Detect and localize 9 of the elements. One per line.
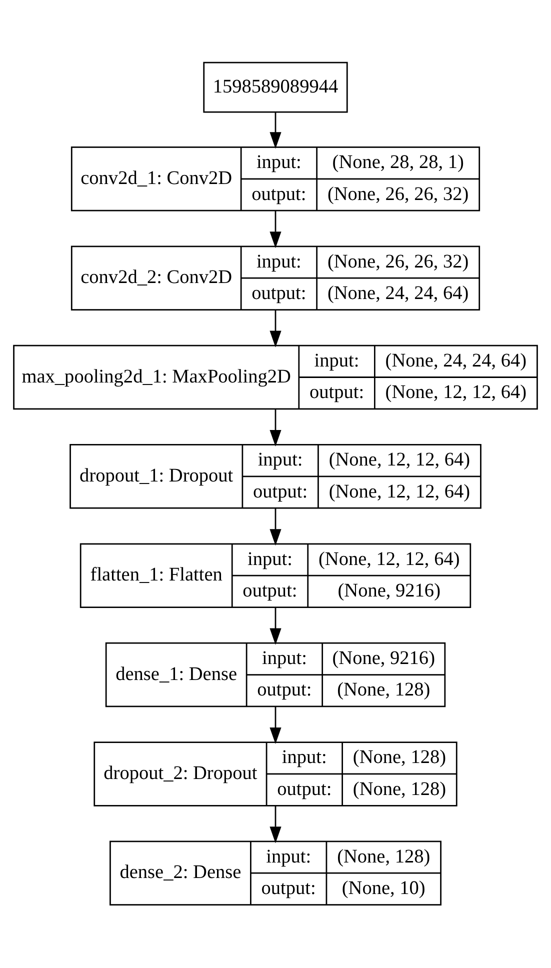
arrow xyxy=(270,409,282,446)
arrow xyxy=(270,310,282,348)
arrow xyxy=(270,607,282,645)
node-box: 1598589089944 xyxy=(203,62,348,113)
arrow xyxy=(270,210,282,248)
arrow xyxy=(270,508,282,546)
arrow xyxy=(270,706,282,744)
arrow xyxy=(270,112,282,149)
arrow xyxy=(270,806,282,844)
